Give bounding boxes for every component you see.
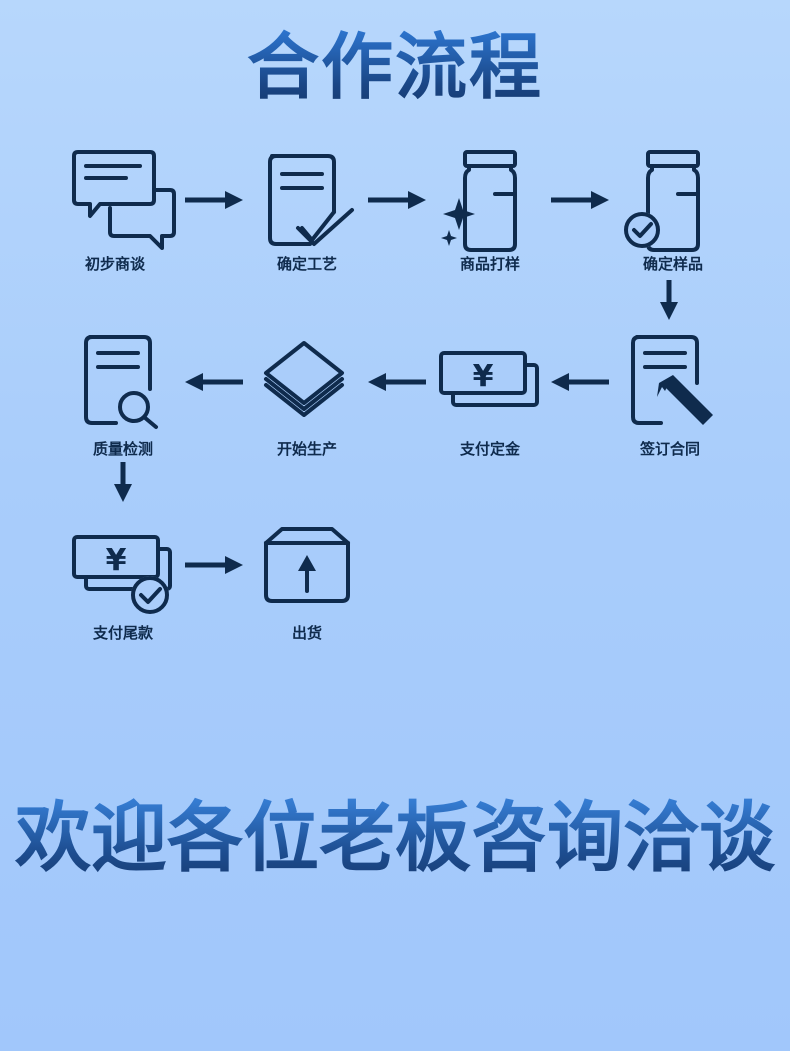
yuan-banknote-check-icon: ¥ — [72, 535, 172, 614]
step-label: 商品打样 — [459, 255, 520, 273]
contract-pen-icon — [631, 335, 713, 425]
bottle-check-icon — [624, 150, 700, 252]
chat-bubbles-icon — [72, 150, 176, 250]
step-label: 确定样品 — [642, 255, 703, 273]
step-label: 出货 — [291, 624, 322, 642]
step-label: 确定工艺 — [276, 255, 337, 273]
currency-symbol: ¥ — [473, 359, 494, 394]
step-shipment: 出货 — [237, 517, 377, 657]
step-start-production: 开始生产 — [237, 333, 377, 473]
document-check-icon — [268, 154, 354, 246]
arrow-right-icon — [185, 556, 243, 574]
step-sampling: 商品打样 — [420, 148, 560, 288]
step-label: 支付定金 — [459, 440, 520, 458]
step-pay-balance: ¥ 支付尾款 — [53, 517, 193, 657]
step-sign-contract: 签订合同 — [600, 333, 740, 473]
step-label: 初步商谈 — [84, 255, 145, 273]
slogan: 欢迎各位老板咨询洽谈 — [0, 790, 790, 886]
arrow-right-icon — [368, 191, 426, 209]
arrow-right-icon — [185, 191, 243, 209]
arrow-left-icon — [185, 373, 243, 391]
step-confirm-sample: 确定样品 — [603, 148, 743, 288]
step-label: 质量检测 — [92, 440, 153, 458]
step-label: 开始生产 — [276, 440, 337, 458]
yuan-banknote-icon: ¥ — [439, 351, 539, 407]
box-upload-icon — [264, 527, 350, 603]
arrow-down-icon — [660, 280, 678, 320]
sample-bottle-sparkle-icon — [441, 150, 517, 252]
page-title: 合作流程 — [0, 22, 790, 112]
arrow-right-icon — [551, 191, 609, 209]
document-magnifier-icon — [84, 335, 158, 429]
step-label: 签订合同 — [639, 440, 700, 458]
layers-stack-icon — [264, 341, 344, 417]
step-quality-inspection: 质量检测 — [53, 333, 193, 473]
arrow-left-icon — [551, 373, 609, 391]
currency-symbol: ¥ — [106, 543, 127, 578]
step-pay-deposit: ¥ 支付定金 — [420, 333, 560, 473]
step-initial-negotiation: 初步商谈 — [45, 148, 185, 288]
arrow-left-icon — [368, 373, 426, 391]
arrow-down-icon — [114, 462, 132, 502]
step-label: 支付尾款 — [92, 624, 153, 642]
step-confirm-process: 确定工艺 — [237, 148, 377, 288]
